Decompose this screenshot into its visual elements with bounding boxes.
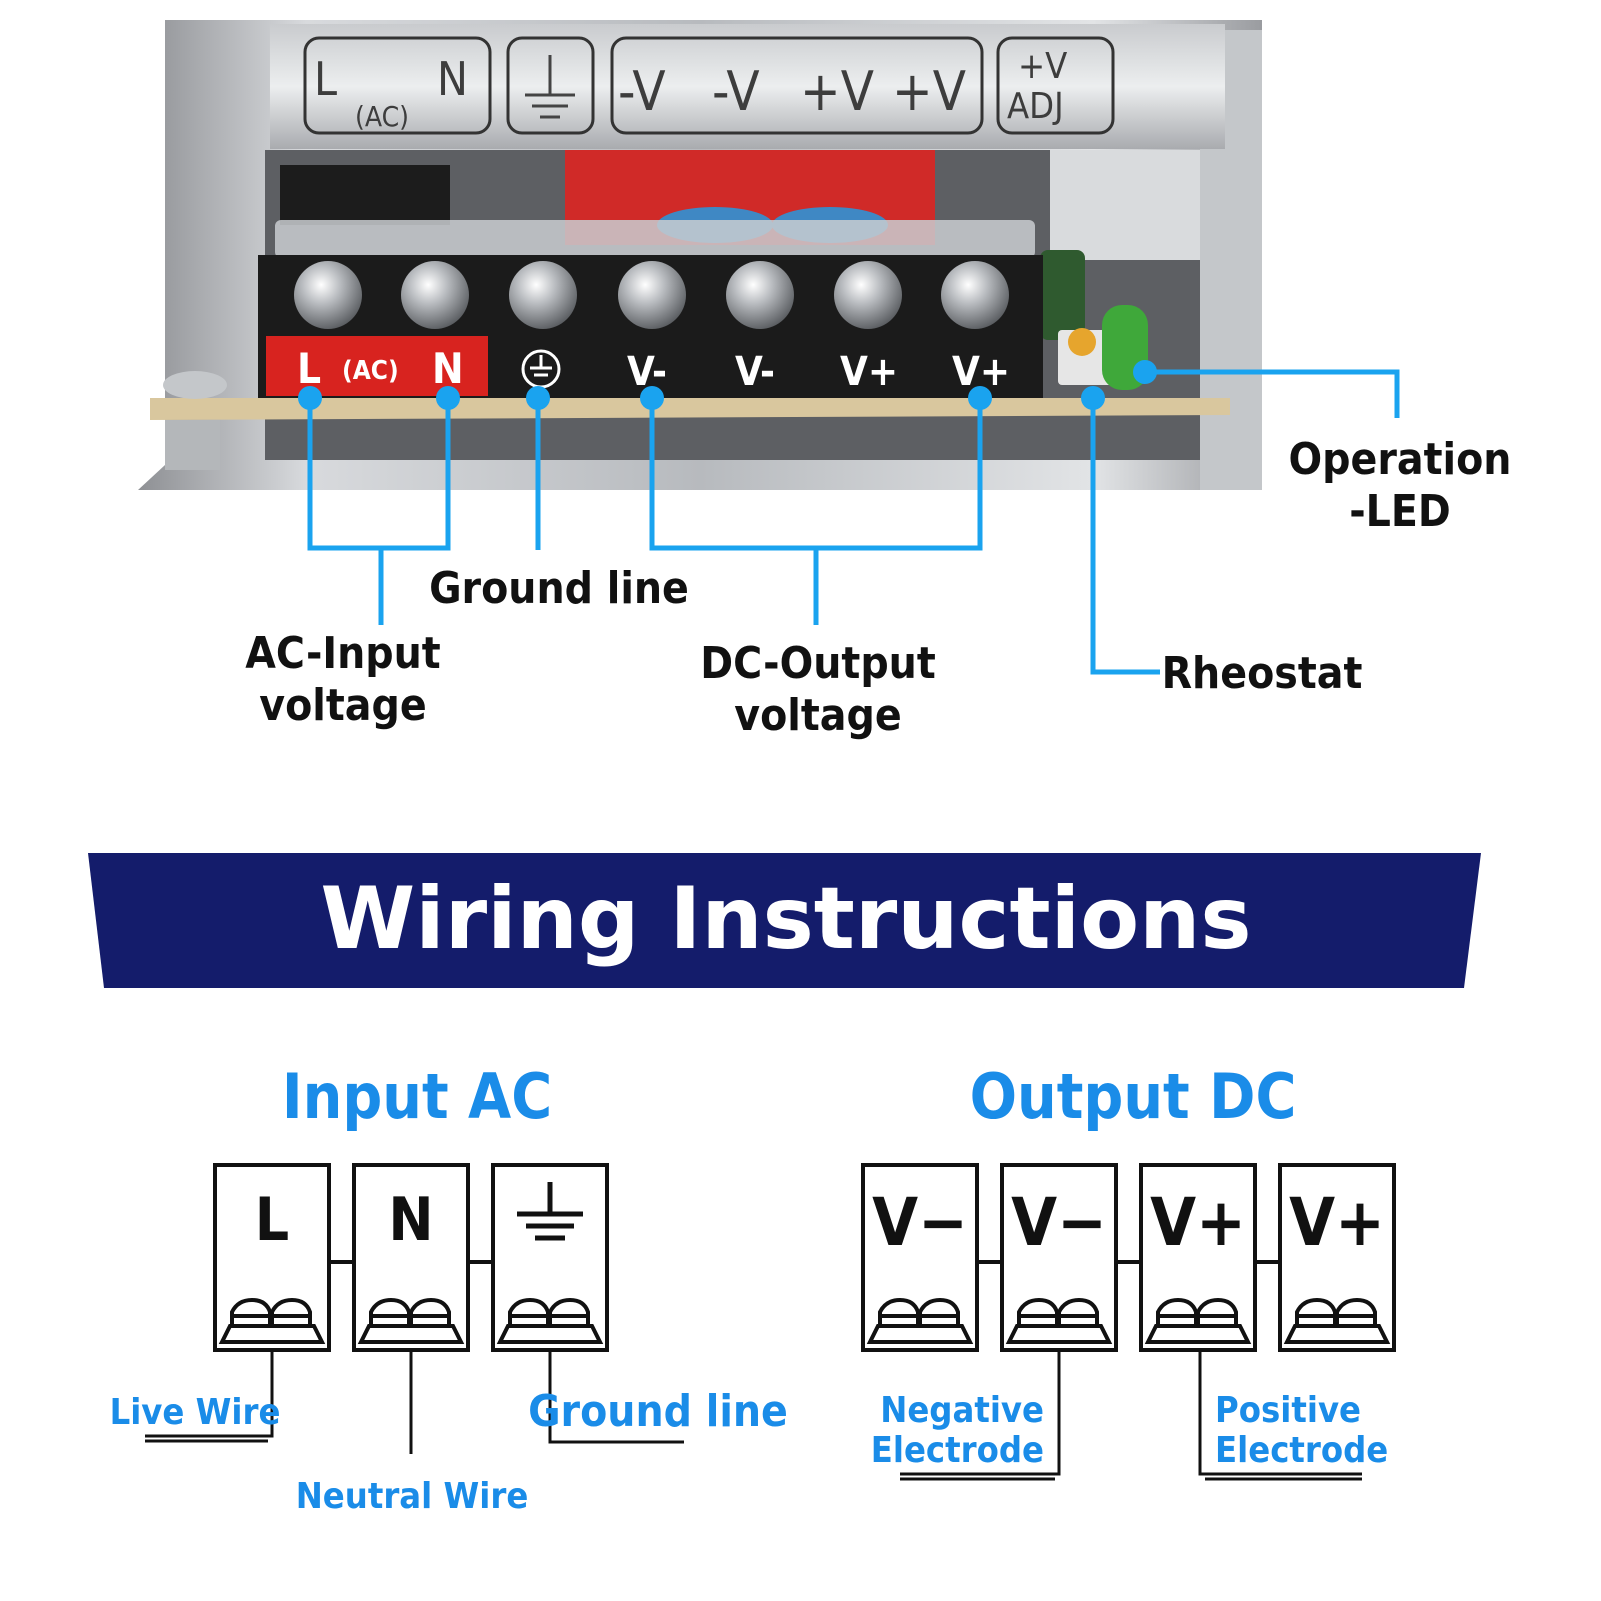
live-wire-label: Live Wire bbox=[110, 1392, 281, 1433]
output-terminal-vneg-2: V− bbox=[1000, 1163, 1118, 1352]
dc-output-label-line1: DC-Output bbox=[700, 638, 936, 689]
plate-dc-box bbox=[610, 36, 984, 135]
dot-n bbox=[436, 386, 460, 410]
dot-vneg bbox=[640, 386, 664, 410]
pcb-board bbox=[150, 398, 1230, 420]
plate-neg-v-2: -V bbox=[712, 60, 760, 123]
negative-electrode-line1: Negative bbox=[880, 1390, 1044, 1431]
plate-pos-v-1: +V bbox=[800, 60, 874, 123]
output-terminal-vpos-1-clamp-icon bbox=[1144, 1297, 1252, 1344]
output-terminal-vpos-2: V+ bbox=[1278, 1163, 1396, 1352]
output-terminal-vpos-2-clamp-icon bbox=[1283, 1297, 1391, 1344]
terminal-n-label: N bbox=[432, 344, 464, 393]
heatsink-part bbox=[1050, 150, 1200, 260]
callout-dots bbox=[298, 360, 1157, 410]
dot-led bbox=[1133, 360, 1157, 384]
plate-ground-box bbox=[506, 36, 595, 135]
input-terminal-l-label: L bbox=[255, 1185, 289, 1255]
plate-adj-top: +V bbox=[1018, 46, 1067, 87]
input-terminal-ground-clamp-icon bbox=[496, 1297, 604, 1344]
top-plate-labels bbox=[303, 36, 1115, 135]
dot-rheostat bbox=[1081, 386, 1105, 410]
ground-wire-label: Ground line bbox=[528, 1386, 788, 1437]
terminal-l-label: L bbox=[297, 344, 321, 393]
output-terminal-vneg-1-clamp-icon bbox=[866, 1297, 974, 1344]
operation-led-label-line1: Operation bbox=[1289, 434, 1512, 485]
ac-input-label-line2: voltage bbox=[259, 680, 426, 731]
mount-post bbox=[165, 420, 220, 470]
output-dc-heading: Output DC bbox=[970, 1060, 1297, 1133]
ground-symbol-icon bbox=[517, 1182, 583, 1241]
screw-7 bbox=[941, 261, 1009, 329]
top-label-plate bbox=[270, 24, 1225, 149]
plate-ground-icon bbox=[525, 55, 575, 119]
terminal-cover bbox=[275, 220, 1035, 258]
dot-vpos bbox=[968, 386, 992, 410]
ground-line-label: Ground line bbox=[429, 563, 689, 614]
plate-pos-v-2: +V bbox=[892, 60, 966, 123]
screw-5 bbox=[726, 261, 794, 329]
output-terminal-vpos-1-label: V+ bbox=[1150, 1184, 1246, 1261]
screw-3 bbox=[509, 261, 577, 329]
screw-6 bbox=[834, 261, 902, 329]
callout-lines bbox=[307, 369, 1400, 675]
positive-wire-line bbox=[1198, 1352, 1362, 1476]
dc-output-label-line2: voltage bbox=[734, 690, 901, 741]
operation-led-label-line2: -LED bbox=[1349, 486, 1451, 537]
negative-wire-line bbox=[900, 1352, 1061, 1476]
dot-l bbox=[298, 386, 322, 410]
terminal-vpos-1-label: V+ bbox=[840, 349, 898, 395]
rheostat-knob bbox=[1068, 328, 1096, 356]
plate-ac-box bbox=[303, 36, 492, 135]
plate-neg-v-1: -V bbox=[618, 60, 666, 123]
input-terminal-n-clamp-icon bbox=[357, 1297, 465, 1344]
input-terminal-n-label: N bbox=[388, 1185, 433, 1255]
terminal-screws bbox=[294, 261, 1009, 329]
plate-n-text: N bbox=[437, 52, 468, 106]
mount-screw bbox=[163, 371, 227, 399]
screw-2 bbox=[401, 261, 469, 329]
dot-ground bbox=[526, 386, 550, 410]
banner-background bbox=[88, 853, 1481, 988]
output-terminal-vneg-1: V− bbox=[861, 1163, 979, 1352]
output-terminal-vneg-2-label: V− bbox=[1011, 1184, 1107, 1261]
positive-electrode-line1: Positive bbox=[1215, 1390, 1361, 1431]
rheostat-line bbox=[1090, 398, 1160, 675]
plate-adj-box bbox=[996, 36, 1115, 135]
neutral-wire-label: Neutral Wire bbox=[296, 1476, 529, 1517]
output-terminal-vpos-1: V+ bbox=[1139, 1163, 1257, 1352]
input-ac-heading: Input AC bbox=[282, 1060, 552, 1133]
operation-led-line bbox=[1145, 369, 1400, 418]
live-wire-line bbox=[145, 1352, 274, 1438]
terminal-vneg-2-label: V- bbox=[735, 349, 775, 395]
ac-input-label-line1: AC-Input bbox=[245, 628, 441, 679]
input-terminal-n: N bbox=[352, 1163, 470, 1352]
negative-electrode-line2: Electrode bbox=[871, 1430, 1044, 1471]
positive-electrode-line2: Electrode bbox=[1215, 1430, 1388, 1471]
banner-title: Wiring Instructions bbox=[320, 869, 1251, 969]
plate-adj-bottom: ADJ bbox=[1007, 86, 1064, 127]
black-component bbox=[280, 165, 450, 225]
output-dc-wires bbox=[900, 1352, 1362, 1481]
screw-4 bbox=[618, 261, 686, 329]
ground-wire-line bbox=[548, 1352, 684, 1444]
plate-ac-text: (AC) bbox=[355, 100, 409, 133]
green-capacitor bbox=[1040, 250, 1085, 340]
input-ac-wires bbox=[145, 1352, 684, 1454]
input-terminal-ground bbox=[491, 1163, 609, 1352]
ac-terminal-red-label bbox=[266, 336, 488, 396]
input-terminal-l: L bbox=[213, 1163, 331, 1352]
plate-l-text: L bbox=[314, 52, 337, 106]
screw-1 bbox=[294, 261, 362, 329]
output-dc-terminals: V− V− V+ bbox=[861, 1163, 1396, 1352]
input-ac-terminals: L N bbox=[213, 1163, 609, 1352]
input-terminal-l-clamp-icon bbox=[218, 1297, 326, 1344]
output-terminal-vneg-2-clamp-icon bbox=[1005, 1297, 1113, 1344]
output-terminal-vneg-1-label: V− bbox=[872, 1184, 968, 1261]
output-terminal-vpos-2-label: V+ bbox=[1289, 1184, 1385, 1261]
rheostat-label: Rheostat bbox=[1162, 648, 1363, 699]
terminal-ac-label: (AC) bbox=[342, 356, 399, 386]
